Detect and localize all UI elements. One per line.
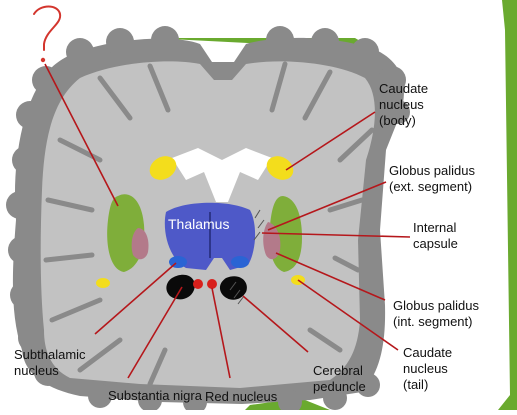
gp-ext-label-line1: Globus palidus xyxy=(389,163,475,178)
internal-capsule-label-line2: capsule xyxy=(413,236,458,251)
caudate-body-right xyxy=(266,156,294,180)
red-nucleus-left xyxy=(193,279,203,289)
leader-caudate-body xyxy=(285,111,376,171)
question-mark-annotation xyxy=(33,5,62,63)
caudate-body-label-line1: Caudate xyxy=(379,81,428,96)
substantia-nigra-label: Substantia nigra xyxy=(108,388,203,403)
subthalamic-label-line2: nucleus xyxy=(14,363,59,378)
brain-section xyxy=(6,26,410,414)
subthalamic-right xyxy=(231,256,249,268)
leader-internal-capsule xyxy=(261,232,411,238)
leader-cerebral-peduncle xyxy=(242,295,309,353)
globus-pallidus-left xyxy=(131,228,149,260)
leader-substantia-nigra xyxy=(127,286,183,379)
caudate-tail-label-line2: nucleus xyxy=(403,361,448,376)
leader-lines xyxy=(44,63,411,379)
substantia-nigra-right xyxy=(219,276,247,300)
substantia-nigra-left xyxy=(166,274,195,300)
subthalamic-label-line1: Subthalamic xyxy=(14,347,86,362)
red-nucleus-right xyxy=(207,279,217,289)
caudate-tail-left xyxy=(96,278,110,288)
gp-ext-label-line2: (ext. segment) xyxy=(389,179,472,194)
cerebral-peduncle-label-line1: Cerebral xyxy=(313,363,363,378)
internal-capsule-hatching xyxy=(229,209,265,305)
globus-pallidus-right xyxy=(263,222,281,260)
thalamus-label: Thalamus xyxy=(168,216,229,232)
cerebral-peduncle-label-line2: peduncle xyxy=(313,379,366,394)
green-frame-right xyxy=(498,0,517,410)
caudate-tail-label-line3: (tail) xyxy=(403,377,428,392)
leader-question-mark xyxy=(44,63,119,207)
leader-subthalamic xyxy=(94,262,177,335)
gp-int-label-line2: (int. segment) xyxy=(393,314,472,329)
leader-gp-int xyxy=(275,252,386,301)
internal-capsule-label-line1: Internal xyxy=(413,220,456,235)
leader-gp-ext xyxy=(267,181,387,231)
leader-red-nucleus xyxy=(211,287,231,379)
caudate-body-label-line2: nucleus xyxy=(379,97,424,112)
caudate-body-label-line3: (body) xyxy=(379,113,416,128)
leader-caudate-tail xyxy=(297,279,399,351)
sulci xyxy=(43,61,375,387)
caudate-tail-label-line1: Caudate xyxy=(403,345,452,360)
caudate-body-left xyxy=(149,156,177,180)
corpus-callosum xyxy=(172,148,272,202)
gp-int-label-line1: Globus palidus xyxy=(393,298,479,313)
red-nucleus-label: Red nucleus xyxy=(205,389,278,404)
